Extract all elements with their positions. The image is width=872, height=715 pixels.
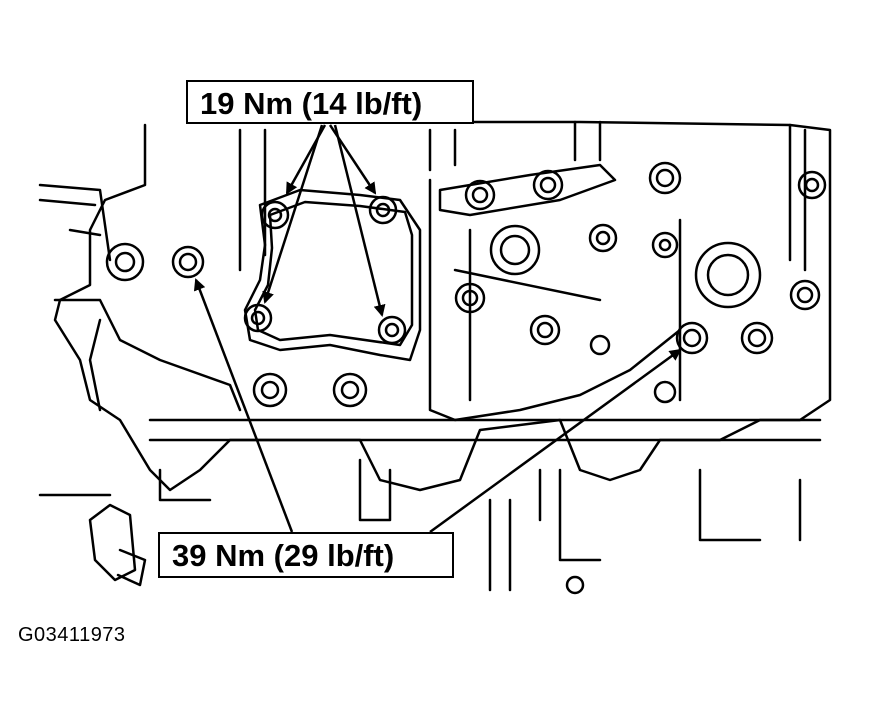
leader-arrow-4 bbox=[333, 124, 386, 317]
cover-plate bbox=[243, 188, 422, 362]
torque-callout-lower: 39 Nm (29 lb/ft) bbox=[158, 532, 454, 578]
housing-outline bbox=[53, 120, 832, 492]
left-bracket bbox=[53, 298, 242, 412]
leader-arrow-5 bbox=[193, 278, 294, 533]
leader-arrow-6 bbox=[429, 348, 682, 534]
leader-arrow-3 bbox=[262, 124, 324, 304]
torque-callout-upper: 19 Nm (14 lb/ft) bbox=[186, 80, 474, 124]
figure-id-label: G03411973 bbox=[18, 624, 126, 646]
